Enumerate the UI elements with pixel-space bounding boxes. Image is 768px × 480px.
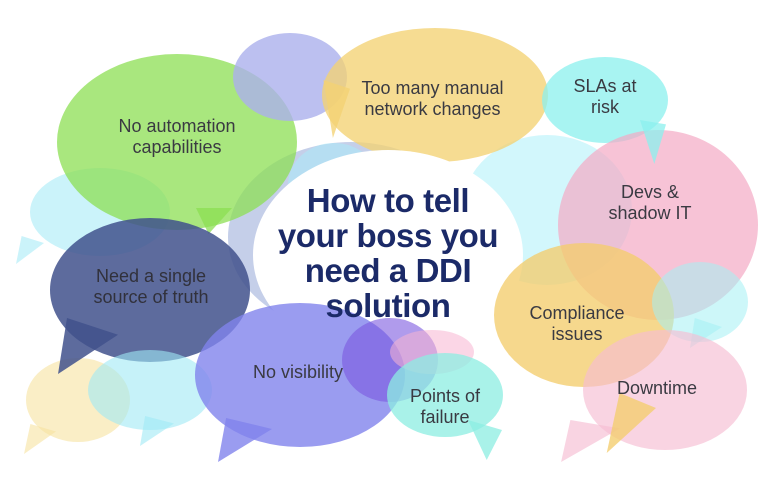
single-source-label: Need a single source of truth bbox=[93, 266, 209, 307]
points-of-failure-bubble bbox=[387, 353, 503, 437]
manual-changes-bubble bbox=[322, 28, 548, 162]
decorative-cyan-bubble-tail bbox=[16, 236, 44, 264]
downtime-label: Downtime bbox=[616, 378, 698, 398]
points-of-failure-label: Points of failure bbox=[409, 386, 481, 427]
manual-changes-label: Too many manual network changes bbox=[361, 78, 504, 119]
no-automation-label: No automation capabilities bbox=[118, 116, 236, 157]
devs-shadow-it-label: Devs & shadow IT bbox=[608, 182, 692, 223]
decorative-pale-cyan-bubble bbox=[88, 350, 212, 430]
compliance-label: Compliance issues bbox=[529, 303, 625, 344]
slas-label: SLAs at risk bbox=[573, 76, 637, 117]
no-visibility-label: No visibility bbox=[252, 362, 344, 382]
page-title: How to tell your boss you need a DDI sol… bbox=[277, 182, 499, 324]
